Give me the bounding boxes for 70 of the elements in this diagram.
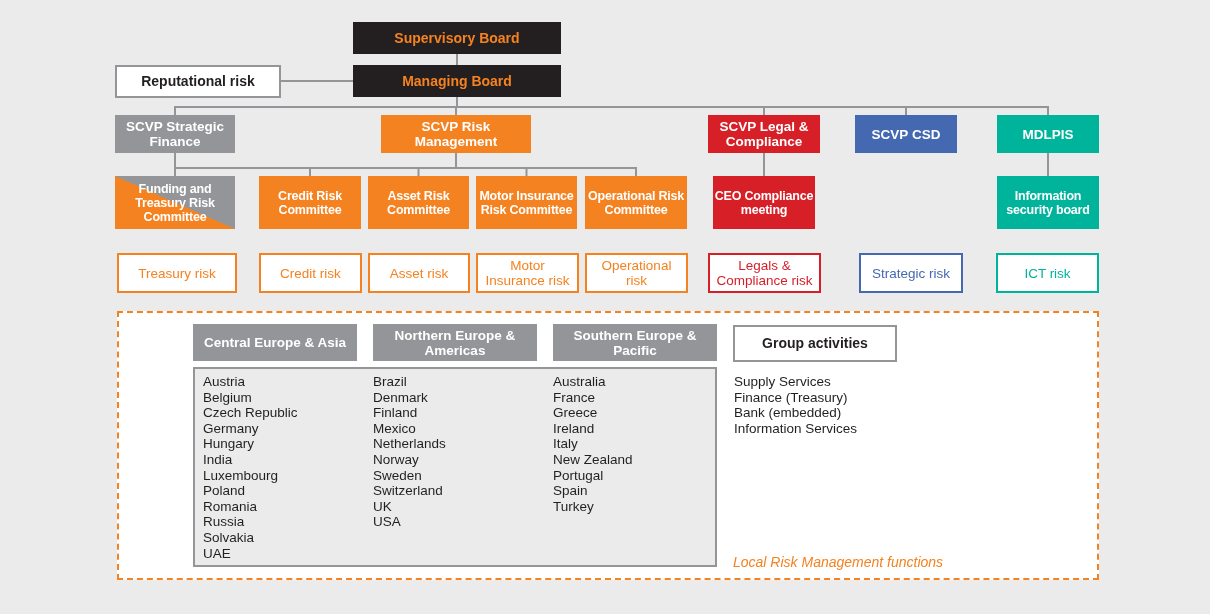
committee-box: Motor Insurance Risk Committee [476, 176, 577, 229]
category-box: Group activities [733, 325, 897, 362]
committee-box: Funding and Treasury Risk Committee [115, 176, 235, 229]
region-caption: Local Risk Management functions [733, 555, 944, 570]
country-name: Hungary [203, 436, 255, 452]
country-name: UAE [203, 545, 231, 562]
country-name: USA [373, 514, 401, 530]
unit-box: SCVP Legal & Compliance [708, 115, 820, 153]
activity-name: Bank (embedded) [734, 405, 842, 421]
activity-name: Supply Services [734, 374, 831, 390]
country-name: Belgium [203, 389, 252, 406]
country-name: UK [373, 498, 392, 515]
country-name: Denmark [373, 389, 428, 406]
country-name: Portugal [553, 467, 604, 484]
country-name: Austria [203, 374, 246, 390]
country-name: Brazil [373, 374, 407, 390]
country-name: Germany [203, 420, 259, 437]
unit-box: SCVP CSD [855, 115, 957, 153]
connector-line [456, 53, 458, 66]
region-heading: Southern Europe & Pacific [553, 324, 717, 361]
country-name: Poland [203, 483, 246, 499]
connector-line [280, 80, 354, 82]
connector-line [1047, 152, 1049, 177]
activity-name: Finance (Treasury) [734, 389, 848, 406]
activity-name: Information Services [734, 420, 858, 437]
country-name: India [203, 452, 233, 468]
dashed-region [117, 311, 1099, 580]
country-name: Romania [203, 498, 258, 515]
country-name: Spain [553, 483, 588, 499]
country-name: Luxembourg [203, 467, 279, 484]
country-name: Australia [553, 374, 606, 390]
country-name: Greece [553, 405, 598, 421]
country-name: Czech Republic [203, 405, 298, 421]
unit-box: SCVP Risk Management [381, 115, 531, 153]
risk-box: ICT risk [996, 253, 1099, 293]
country-list-panel [193, 367, 717, 567]
region-heading: Central Europe & Asia [193, 324, 357, 361]
country-name: Netherlands [373, 436, 446, 452]
risk-box: Operational risk [585, 253, 688, 293]
category-box: Reputational risk [115, 65, 281, 98]
board-box: Supervisory Board [353, 22, 561, 54]
board-box: Managing Board [353, 65, 561, 97]
risk-box: Motor Insurance risk [476, 253, 579, 293]
unit-box: SCVP Strategic Finance [115, 115, 235, 153]
country-name: Russia [203, 514, 245, 530]
country-name: Turkey [553, 498, 594, 515]
risk-box: Asset risk [368, 253, 470, 293]
risk-box: Strategic risk [859, 253, 963, 293]
country-name: Sweden [373, 467, 422, 484]
risk-box: Legals & Compliance risk [708, 253, 821, 293]
risk-box: Credit risk [259, 253, 362, 293]
risk-box: Treasury risk [117, 253, 237, 293]
committee-box: Operational Risk Committee [585, 176, 687, 229]
country-name: Finland [373, 405, 418, 421]
committee-box: CEO Compliance meeting [713, 176, 815, 229]
committee-box: Asset Risk Committee [368, 176, 469, 229]
connector-line [763, 152, 765, 177]
country-name: Italy [553, 436, 578, 452]
country-name: Solvakia [203, 530, 255, 546]
region-heading: Northern Europe & Americas [373, 324, 537, 361]
country-name: Switzerland [373, 483, 443, 499]
country-name: Norway [373, 452, 419, 468]
country-name: France [553, 389, 596, 406]
country-name: New Zealand [553, 452, 633, 468]
connector-line [455, 152, 637, 177]
committee-box: Credit Risk Committee [259, 176, 361, 229]
country-name: Ireland [553, 420, 595, 437]
country-name: Mexico [373, 420, 416, 437]
committee-box: Information security board [997, 176, 1099, 229]
unit-box: MDLPIS [997, 115, 1099, 153]
